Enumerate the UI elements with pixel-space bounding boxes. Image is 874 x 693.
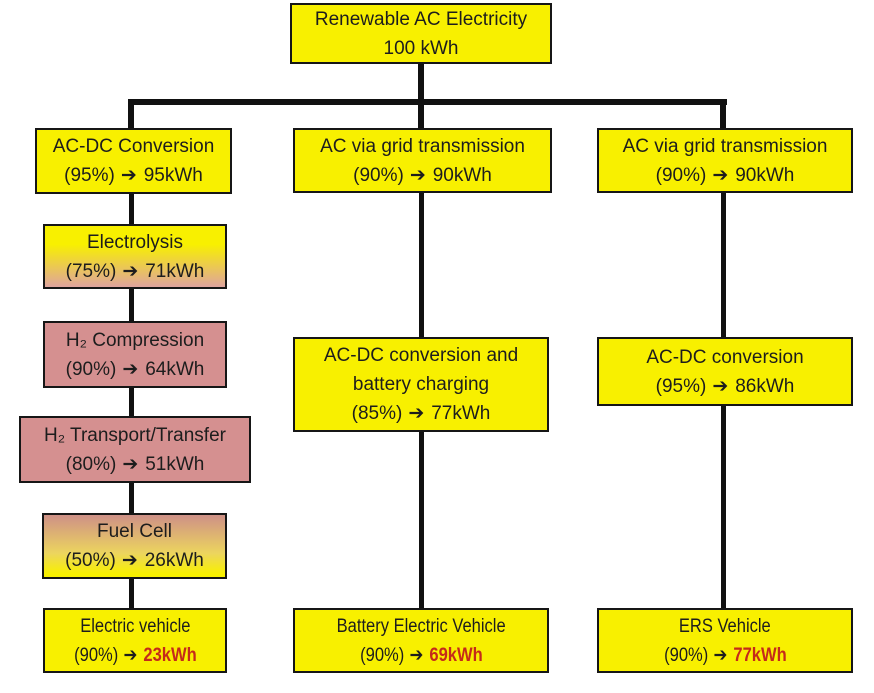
box-stat-line: (80%)➔ 51kWh (66, 450, 205, 479)
box-stat-line: (90%)➔ 64kWh (66, 355, 205, 384)
efficiency-percent: (75%) (65, 260, 117, 282)
box-title-line: 100 kWh (383, 37, 459, 59)
right-arrow-icon: ➔ (122, 453, 139, 475)
box-battery-electric-vehicle: Battery Electric Vehicle (90%)➔69kWh (293, 608, 549, 673)
box-title-line: Electrolysis (86, 231, 184, 253)
connector-source-stub (418, 62, 424, 103)
box-acdc-conversion: AC-DC Conversion (95%)➔ 95kWh (35, 128, 232, 194)
box-title-line: AC via grid transmission (622, 135, 828, 157)
energy-value: 51kWh (145, 453, 205, 475)
connector-right-1 (721, 191, 726, 339)
box-electrolysis: Electrolysis (75%)➔ 71kWh (43, 224, 227, 289)
right-arrow-icon: ➔ (713, 644, 727, 666)
box-stat-line: (90%)➔ 90kWh (353, 161, 492, 190)
right-arrow-icon: ➔ (121, 550, 138, 571)
efficiency-percent: (90%) (663, 644, 708, 666)
right-arrow-icon: ➔ (122, 260, 139, 282)
box-title-line: Fuel Cell (97, 521, 172, 542)
efficiency-percent: (85%) (351, 403, 403, 424)
efficiency-percent: (90%) (65, 358, 117, 380)
box-h2-compression: H₂ Compression (90%)➔ 64kWh (43, 321, 227, 388)
connector-left-5 (129, 577, 134, 610)
energy-value: 23kWh (142, 644, 197, 666)
efficiency-percent: (90%) (655, 164, 707, 186)
energy-value: 95kWh (143, 165, 203, 186)
connector-drop-right (720, 99, 726, 130)
box-stat-line: (90%)➔77kWh (664, 641, 787, 670)
connector-right-2 (721, 404, 726, 610)
efficiency-percent: (90%) (353, 164, 404, 186)
box-title-line: H₂ Transport/Transfer (44, 424, 226, 446)
right-arrow-icon: ➔ (123, 644, 137, 666)
energy-value: 69kWh (428, 644, 483, 666)
box-renewable-source: Renewable AC Electricity 100 kWh (290, 3, 552, 64)
energy-value: 71kWh (145, 260, 205, 282)
box-title-line: Battery Electric Vehicle (336, 615, 506, 637)
connector-middle-2 (419, 430, 424, 610)
connector-drop-left (128, 99, 134, 130)
efficiency-percent: (95%) (655, 375, 707, 397)
connector-left-1 (129, 192, 134, 226)
box-stat-line: (50%)➔ 26kWh (65, 546, 204, 575)
energy-value: 26kWh (144, 550, 204, 571)
right-arrow-icon: ➔ (712, 164, 729, 186)
box-stat-line: (90%)➔ 90kWh (656, 161, 795, 190)
box-stat-line: (90%)➔69kWh (360, 641, 483, 670)
box-title-line: Renewable AC Electricity (314, 8, 528, 30)
efficiency-percent: (95%) (64, 165, 115, 186)
box-stat-line: (90%)➔23kWh (74, 641, 197, 670)
box-stat-line: (95%)➔ 86kWh (656, 372, 795, 401)
box-bev-battery-charging: AC-DC conversion and battery charging (85%… (293, 337, 549, 432)
box-title-line: AC-DC Conversion (52, 136, 215, 157)
box-stat-line: (95%)➔ 95kWh (64, 161, 203, 190)
box-fuel-cell: Fuel Cell (50%)➔ 26kWh (42, 513, 227, 579)
connector-left-2 (129, 287, 134, 323)
efficiency-percent: (50%) (65, 550, 116, 571)
connector-horizontal-bar (128, 99, 727, 105)
right-arrow-icon: ➔ (408, 403, 425, 424)
box-title-line: AC-DC conversion (646, 346, 804, 368)
box-ers-vehicle: ERS Vehicle (90%)➔77kWh (597, 608, 853, 673)
energy-value: 77kWh (431, 403, 491, 424)
energy-value: 77kWh (732, 644, 787, 666)
energy-value: 90kWh (432, 164, 492, 186)
right-arrow-icon: ➔ (712, 375, 729, 397)
box-title-line: AC via grid transmission (320, 135, 525, 157)
efficiency-percent: (90%) (73, 644, 118, 666)
energy-value: 64kWh (145, 358, 205, 380)
connector-left-4 (129, 481, 134, 515)
right-arrow-icon: ➔ (122, 358, 139, 380)
connector-drop-middle (418, 99, 424, 130)
connector-left-3 (129, 386, 134, 418)
right-arrow-icon: ➔ (409, 164, 426, 186)
box-title-line: battery charging (352, 374, 490, 395)
right-arrow-icon: ➔ (120, 165, 137, 186)
box-h2-transport-transfer: H₂ Transport/Transfer (80%)➔ 51kWh (19, 416, 251, 483)
box-title-line: Electric vehicle (79, 615, 191, 637)
energy-value: 86kWh (735, 375, 795, 397)
box-electric-vehicle: Electric vehicle (90%)➔23kWh (43, 608, 227, 673)
box-ers-acdc-conversion: AC-DC conversion (95%)➔ 86kWh (597, 337, 853, 406)
box-stat-line: (75%)➔ 71kWh (66, 257, 205, 286)
efficiency-percent: (90%) (359, 644, 404, 666)
connector-middle-1 (419, 191, 424, 339)
box-ers-grid-transmission: AC via grid transmission (90%)➔ 90kWh (597, 128, 853, 193)
efficiency-percent: (80%) (65, 453, 117, 475)
box-title-line: ERS Vehicle (679, 615, 771, 637)
right-arrow-icon: ➔ (409, 644, 423, 666)
box-title-line: H₂ Compression (65, 329, 205, 351)
energy-value: 90kWh (735, 164, 795, 186)
box-title-line: AC-DC conversion and (323, 345, 519, 366)
box-bev-grid-transmission: AC via grid transmission (90%)➔ 90kWh (293, 128, 552, 193)
box-stat-line: (85%)➔ 77kWh (352, 399, 491, 428)
